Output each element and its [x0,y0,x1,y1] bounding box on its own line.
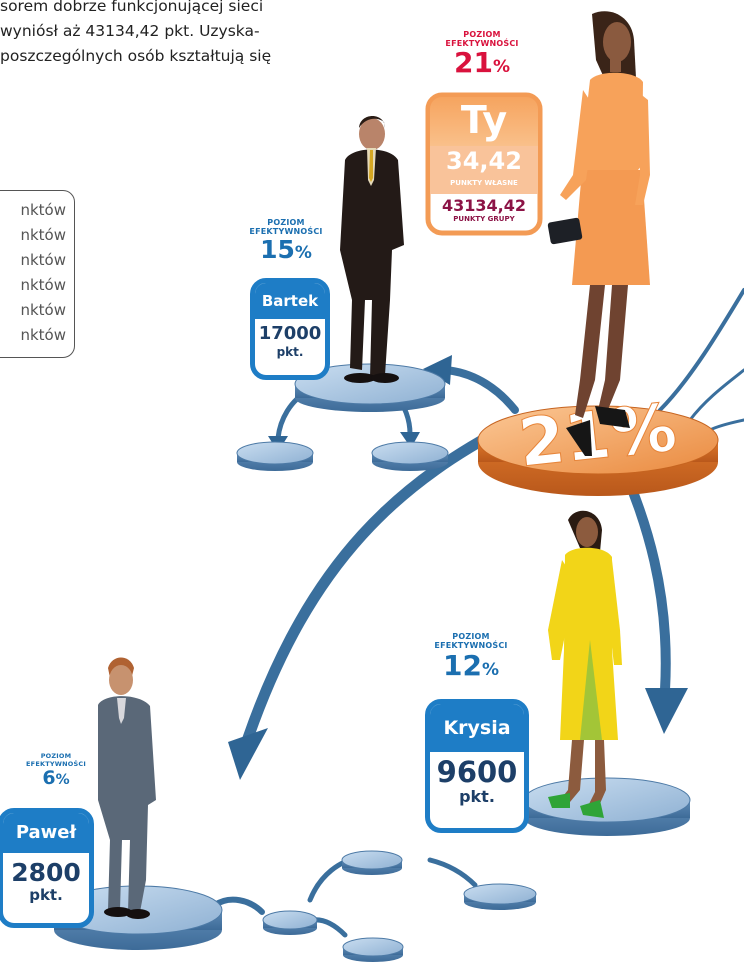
krysia-eff-label-2: EFEKTYWNOŚCI [434,641,508,650]
krysia-name: Krysia [430,704,524,752]
intro-paragraph: sorem dobrze funkcjonującej sieci wyniós… [0,0,352,69]
ty-efficiency: POZIOM EFEKTYWNOŚCI 21% [424,30,540,82]
bartek-card: Bartek 17000 pkt. [250,278,330,380]
ty-own-points: 34,42 [446,147,522,175]
legend-row: nktów [20,301,66,319]
bartek-eff-pct-sign: % [294,243,312,263]
person-krysia-figure [548,510,622,818]
intro-line-3: poszczególnych osób kształtują się [0,47,272,65]
pawel-efficiency: POZIOM EFEKTYWNOŚCI 6% [25,752,87,791]
arrow-ty-right-3 [708,418,744,432]
platform-percent-text: 21% [515,389,680,482]
ty-eff-percent: 21% [424,48,540,82]
pawel-eff-label-1: POZIOM [40,752,72,760]
pawel-eff-value: 6 [42,767,56,789]
krysia-unit: pkt. [459,787,495,806]
krysia-eff-percent: 12% [426,650,516,686]
bartek-unit: pkt. [276,345,304,359]
pawel-eff-label-2: EFEKTYWNOŚCI [26,760,86,768]
ty-eff-value: 21 [453,46,493,79]
ty-eff-pct-sign: % [492,57,510,77]
bartek-name: Bartek [255,283,325,319]
platform-disc-krysia [523,777,691,836]
krysia-card: Krysia 9600 pkt. [425,699,529,833]
legend-row: nktów [20,201,66,219]
intro-line-2: wyniósł aż 43134,42 pkt. Uzyska- [0,22,260,40]
ty-own-label: PUNKTY WŁASNE [450,179,518,187]
arrow-ty-right-2 [688,368,744,422]
small-disc-3 [262,910,318,935]
bartek-points: 17000 [258,323,322,344]
bartek-eff-percent: 15% [246,236,326,267]
arrow-ty-to-pawel-head [228,728,268,780]
legend-row: nktów [20,326,66,344]
legend-row: nktów [20,226,66,244]
connection-arrows [212,288,744,938]
ty-group-label: PUNKTY GRUPY [453,215,515,223]
points-legend-box: nktów nktów nktów nktów nktów nktów [0,190,75,358]
arrow-ty-to-bartek [441,366,519,414]
ty-eff-label-1: POZIOM [463,30,501,39]
pawel-card: Paweł 2800 pkt. [0,808,94,928]
arrow-ty-to-krysia-head [645,688,688,734]
platform-disc-bartek [294,363,446,412]
ty-group-points: 43134,42 [441,196,526,215]
bartek-eff-label-1: POZIOM [267,218,305,227]
krysia-points: 9600 [436,755,518,789]
krysia-efficiency: POZIOM EFEKTYWNOŚCI 12% [426,632,516,686]
small-disc-6 [463,883,537,910]
ty-name: Ty [460,98,508,142]
ty-card [425,92,543,236]
legend-row: nktów [20,251,66,269]
arrow-ty-to-bartek-head [423,355,452,385]
arrow-ty-to-pawel [242,414,526,744]
krysia-eff-value: 12 [442,649,482,682]
legend-row: nktów [20,276,66,294]
platform-disc-ty [477,405,719,496]
bartek-eff-label-2: EFEKTYWNOŚCI [249,227,323,236]
krysia-eff-pct-sign: % [481,660,499,680]
pawel-eff-pct-sign: % [55,772,70,788]
small-disc-2 [371,441,449,471]
small-disc-5 [341,850,403,875]
small-disc-4 [342,937,404,962]
arrow-pawel-chain-4 [427,857,478,888]
arrow-bartek-right-head [400,432,420,448]
person-bartek-figure [340,116,404,383]
krysia-eff-label-1: POZIOM [452,632,490,641]
bartek-efficiency: POZIOM EFEKTYWNOŚCI 15% [246,218,326,267]
intro-line-1: sorem dobrze funkcjonującej sieci [0,0,264,15]
ty-eff-label-2: EFEKTYWNOŚCI [445,39,519,48]
small-disc-1 [236,441,314,471]
pawel-eff-percent: 6% [25,768,87,791]
person-ty-figure [547,11,650,456]
pawel-name: Paweł [3,813,89,853]
arrow-ty-right-1 [658,288,744,412]
bartek-eff-value: 15 [260,235,295,264]
pawel-unit: pkt. [29,886,63,904]
pawel-points: 2800 [11,858,81,887]
person-pawel-figure [98,657,156,919]
